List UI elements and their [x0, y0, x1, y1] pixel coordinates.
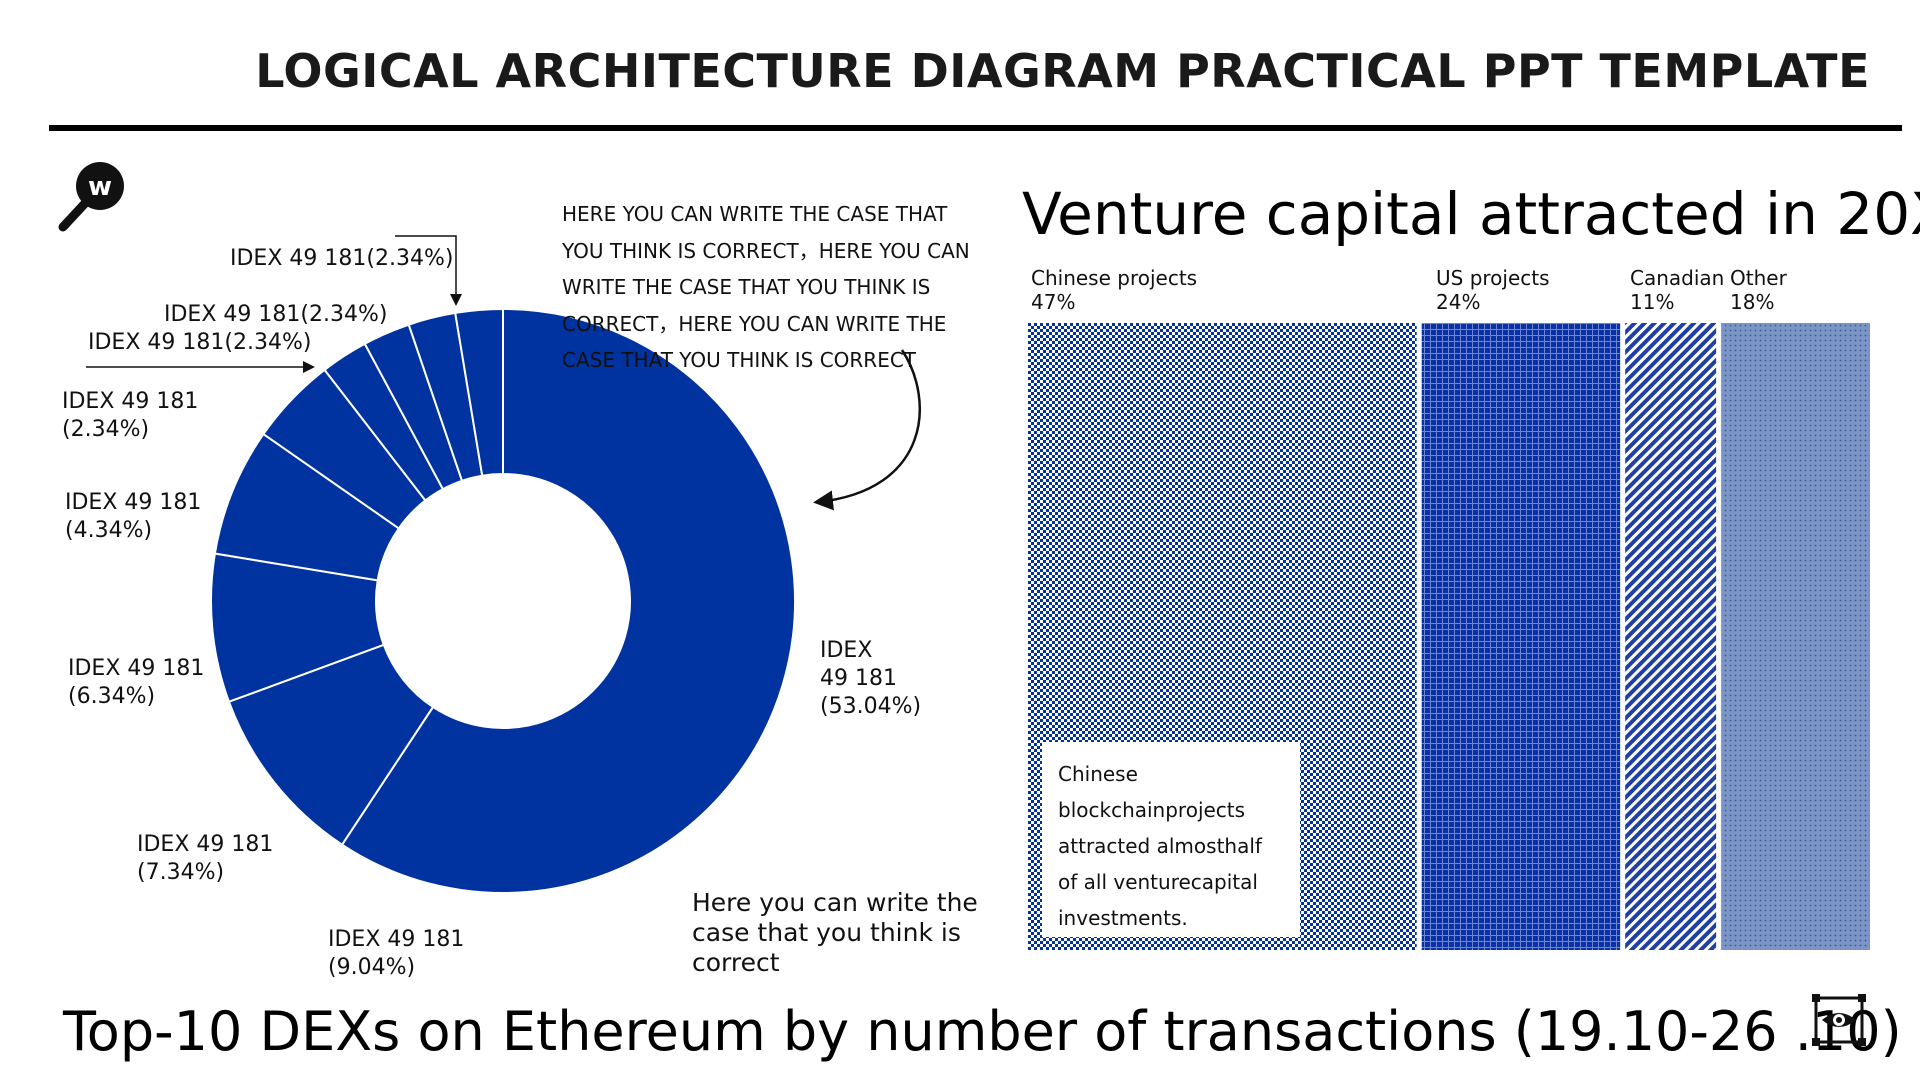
donut-label-text: IDEX 49 181	[328, 927, 465, 952]
donut-label-text: IDEX 49 181	[68, 656, 205, 681]
logo-letter: w	[88, 172, 112, 202]
segment-value: 24%	[1436, 290, 1481, 314]
segment-category: Other	[1730, 266, 1787, 290]
donut-label-9: IDEX 49 181 (9.04%)	[328, 926, 464, 982]
donut-label-text: (9.04%)	[328, 955, 416, 980]
page-title: LOGICAL ARCHITECTURE DIAGRAM PRACTICAL P…	[255, 44, 1870, 98]
chart-title: Top-10 DEXs on Ethereum by number of tra…	[63, 1000, 1902, 1063]
segment-label-chinese: Chinese projects 47%	[1031, 266, 1197, 314]
case-note-bottom: Here you can write the case that you thi…	[692, 888, 978, 977]
segment-category: US projects	[1436, 266, 1550, 290]
eye-frame-icon	[1812, 994, 1866, 1046]
donut-label-text: IDEX 49 181(2.34%)	[230, 246, 454, 271]
magnifier-w-icon: w	[58, 162, 124, 232]
donut-label-text: IDEX	[820, 638, 873, 663]
case-note: HERE YOU CAN WRITE THE CASE THAT YOU THI…	[562, 202, 970, 372]
donut-label-text: (6.34%)	[68, 684, 156, 709]
donut-label-text: IDEX 49 181	[62, 389, 199, 414]
mekko-bar	[1421, 323, 1621, 950]
donut-label-text: 49 181	[820, 666, 897, 691]
donut-label-2a: IDEX 49 181 (2.34%)	[62, 388, 198, 444]
donut-label-2c: IDEX 49 181(2.34%)	[164, 301, 387, 329]
mekko-bar	[1721, 323, 1870, 950]
donut-label-text: (53.04%)	[820, 694, 922, 719]
donut-label-53: IDEX 49 181 (53.04%)	[820, 637, 921, 721]
donut-label-2d: IDEX 49 181(2.34%)	[230, 245, 453, 273]
segment-label-other: Other 18%	[1730, 266, 1787, 314]
segment-label-canadian: Canadian 11%	[1630, 266, 1724, 314]
donut-label-text: IDEX 49 181	[65, 490, 202, 515]
donut-label-text: (4.34%)	[65, 518, 153, 543]
donut-slice	[340, 307, 796, 894]
segment-category: Chinese projects	[1031, 266, 1198, 290]
donut-label-text: IDEX 49 181	[137, 832, 274, 857]
donut-label-text: (2.34%)	[62, 417, 150, 442]
donut-slice	[454, 307, 504, 477]
donut-label-text: IDEX 49 181(2.34%)	[88, 330, 312, 355]
donut-label-2b: IDEX 49 181(2.34%)	[88, 329, 311, 357]
venture-title: Venture capital attracted in 20XX	[1022, 180, 1920, 248]
donut-label-4: IDEX 49 181 (4.34%)	[65, 489, 201, 545]
mekko-chart	[1028, 323, 1870, 950]
segment-category: Canadian	[1630, 266, 1725, 290]
donut-label-text: IDEX 49 181(2.34%)	[164, 302, 388, 327]
donut-label-text: (7.34%)	[137, 860, 225, 885]
note-arrow	[813, 349, 921, 511]
donut-label-7: IDEX 49 181 (7.34%)	[137, 831, 273, 887]
mekko-bar	[1625, 323, 1717, 950]
segment-value: 11%	[1630, 290, 1675, 314]
segment-value: 47%	[1031, 290, 1076, 314]
segment-value: 18%	[1730, 290, 1775, 314]
label-arrow-top	[395, 235, 462, 306]
header-divider	[49, 125, 1902, 131]
segment-label-us: US projects 24%	[1436, 266, 1550, 314]
donut-label-6: IDEX 49 181 (6.34%)	[68, 655, 204, 711]
donut-slices	[210, 307, 796, 894]
venture-callout: Chinese blockchainprojects attracted alm…	[1042, 742, 1300, 937]
donut-slice	[227, 643, 435, 847]
